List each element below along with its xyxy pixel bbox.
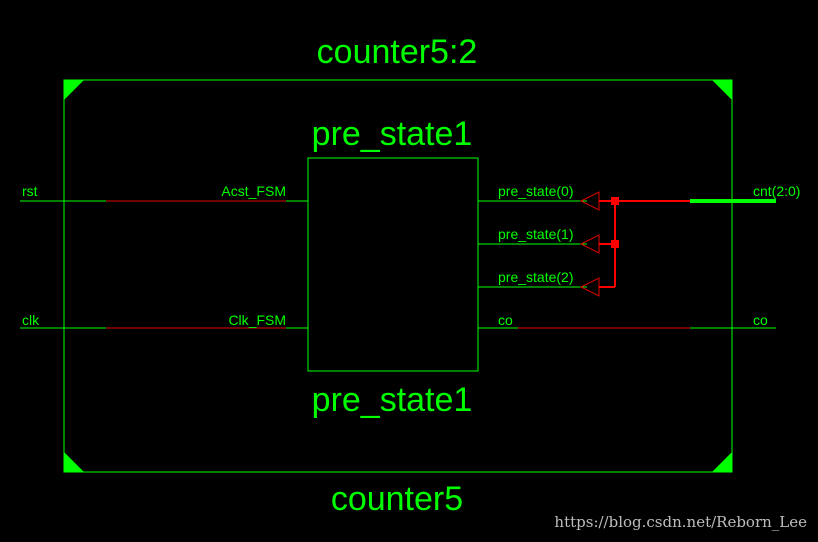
module-name: counter5 — [331, 480, 463, 518]
pin-pre-state-2-label: pre_state(2) — [498, 269, 573, 285]
instance-title: pre_state1 — [312, 115, 473, 153]
port-rst-label: rst — [22, 183, 38, 199]
module-frame[interactable] — [63, 79, 733, 473]
pin-pre-state-1-label: pre_state(1) — [498, 226, 573, 242]
module-title: counter5:2 — [317, 33, 478, 71]
instance-name: pre_state1 — [312, 381, 473, 419]
instance-block[interactable] — [307, 157, 479, 372]
frame-corner-tr — [712, 80, 732, 100]
frame-corner-bl — [64, 452, 84, 472]
frame-corner-tl — [64, 80, 84, 100]
port-clk-label: clk — [22, 312, 40, 328]
pin-pre-state-0-label: pre_state(0) — [498, 183, 573, 199]
frame-corner-br — [712, 452, 732, 472]
port-co-label: co — [753, 312, 768, 328]
watermark: https://blog.csdn.net/Reborn_Lee — [554, 513, 807, 531]
port-cnt-label: cnt(2:0) — [753, 183, 800, 199]
pin-co-label: co — [498, 312, 513, 328]
pin-clk-fsm-label: Clk_FSM — [228, 312, 286, 328]
pin-acst-fsm-label: Acst_FSM — [221, 183, 286, 199]
bus-junction-1 — [611, 240, 619, 248]
